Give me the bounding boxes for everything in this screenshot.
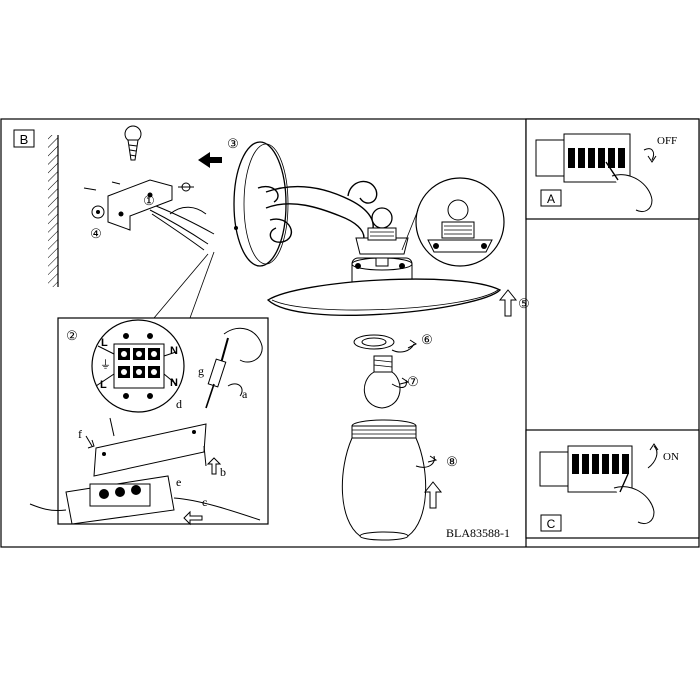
wall (48, 135, 59, 287)
panel-b-frame (0, 118, 700, 548)
supply-cables (149, 205, 215, 251)
arrow-b-icon (206, 457, 222, 475)
lamp-arm (257, 180, 393, 243)
inset-leader-left (153, 253, 209, 319)
terminal-label-n-top: N (170, 345, 178, 357)
step-1-marker: ① (143, 193, 155, 208)
step-5-marker: ⑤ (518, 296, 530, 311)
terminal-label-l-top: L (101, 337, 108, 349)
wall-plug-icon (124, 125, 142, 161)
step-3-marker: ③ (227, 136, 239, 151)
step-5-arrow-icon (498, 289, 518, 317)
panel-c-label: C (547, 517, 556, 531)
step-3-arrow-icon (198, 152, 222, 168)
panel-c: C ON (525, 429, 700, 539)
breaker-row-off (568, 148, 625, 168)
arrow-c-icon (183, 510, 203, 526)
panel-a-label: A (547, 192, 555, 206)
ring-nut (353, 334, 417, 353)
terminal-label-n-bottom: N (170, 377, 178, 389)
light-bulb (363, 355, 410, 409)
on-state-text: ON (663, 451, 679, 463)
junction-box-base (29, 475, 261, 525)
callout-d: d (176, 397, 182, 411)
panel-a-label-box (540, 189, 562, 207)
callout-e: e (176, 475, 181, 489)
lid-arrow-f-icon (85, 435, 95, 449)
step-2-marker: ② (66, 328, 78, 343)
callout-f: f (78, 427, 82, 441)
terminal-earth-icon: ⏚ (100, 358, 111, 371)
callout-b: b (220, 465, 226, 479)
holder-detail-zoom (401, 177, 505, 267)
breaker-row-on (572, 454, 629, 474)
off-state-text: OFF (657, 135, 677, 147)
panel-c-label-box (540, 514, 562, 532)
step-4-marker: ④ (90, 226, 102, 241)
terminal-label-l-bottom: L (100, 379, 107, 391)
terminal-block-zoom (91, 319, 185, 413)
glass-diffuser (341, 419, 438, 541)
panel-b-label-box (13, 129, 35, 148)
callout-c: c (202, 495, 207, 509)
mounting-bracket (83, 179, 194, 231)
screwdriver-hand-icon (205, 327, 263, 409)
step-8-arrow-icon (423, 481, 443, 509)
panel-a: A OFF (525, 118, 700, 220)
step-8-marker: ⑧ (446, 454, 458, 469)
junction-box-lid (93, 417, 207, 477)
inset-leader-right (189, 251, 215, 319)
step-6-marker: ⑥ (421, 332, 433, 347)
callout-a: a (242, 387, 248, 401)
callout-g: g (198, 364, 204, 378)
panel-b-label: B (20, 132, 29, 147)
step-7-marker: ⑦ (407, 374, 419, 389)
document-code: BLA83588-1 (446, 526, 510, 540)
lamp-shade (266, 278, 502, 316)
